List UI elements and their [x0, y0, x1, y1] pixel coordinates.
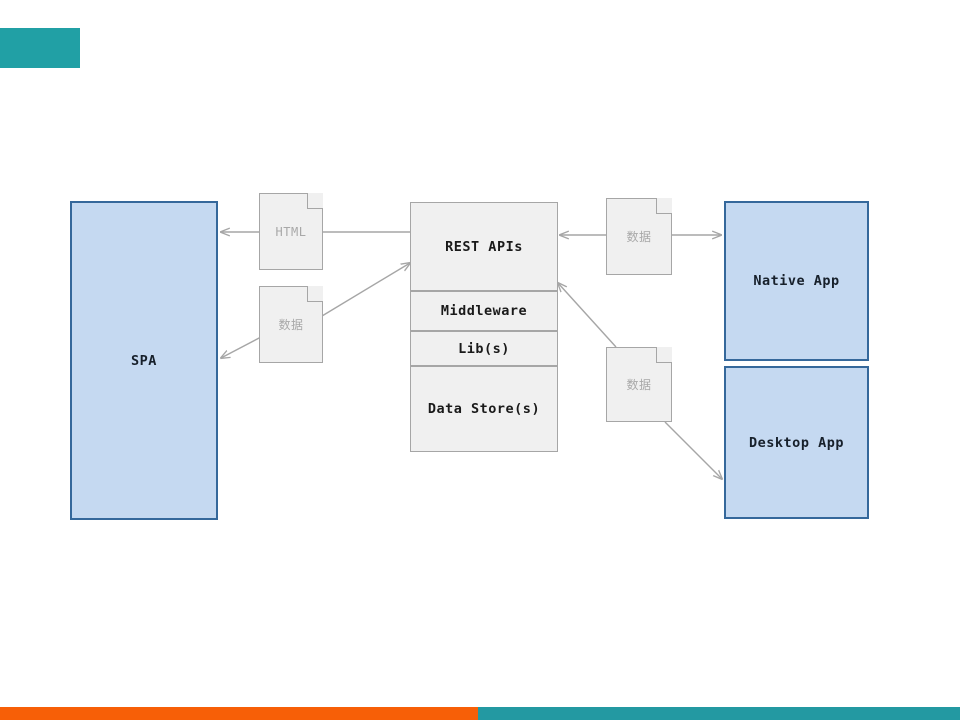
document-shape: [606, 347, 672, 422]
footer-bar-left-segment: [0, 707, 478, 720]
node-middleware[interactable]: Middleware: [410, 291, 558, 331]
connector-data-doc-to-spa: [221, 336, 262, 358]
node-native-app[interactable]: Native App: [724, 201, 869, 361]
document-shape: [606, 198, 672, 275]
document-fold-corner-icon: [656, 347, 672, 363]
document-fold-corner-icon: [307, 193, 323, 209]
document-fold-corner-icon: [307, 286, 323, 302]
node-native-app-label: Native App: [753, 273, 840, 289]
footer-bar: [0, 707, 960, 720]
document-data-right-lower[interactable]: 数据: [606, 347, 672, 422]
document-data-right-upper-label: 数据: [626, 230, 652, 244]
document-fold-corner-icon: [656, 198, 672, 214]
document-html-label: HTML: [275, 224, 307, 239]
node-data-stores[interactable]: Data Store(s): [410, 366, 558, 452]
accent-block-top-left: [0, 28, 80, 68]
connector-data-doc-to-restapis: [321, 263, 410, 317]
node-desktop-app[interactable]: Desktop App: [724, 366, 869, 519]
node-libs[interactable]: Lib(s): [410, 331, 558, 366]
document-html[interactable]: HTML: [259, 193, 323, 270]
node-middleware-label: Middleware: [440, 303, 528, 319]
node-spa[interactable]: SPA: [70, 201, 218, 520]
document-data-right-upper[interactable]: 数据: [606, 198, 672, 275]
document-shape: [259, 286, 323, 363]
connector-data-doc-to-restapis-diagonal: [558, 283, 617, 348]
document-shape: [259, 193, 323, 270]
document-data-right-lower-label: 数据: [626, 378, 652, 392]
node-rest-apis-label: REST APIs: [445, 238, 523, 255]
connector-data-doc-to-desktop-app: [664, 421, 722, 479]
document-data-left[interactable]: 数据: [259, 286, 323, 363]
footer-bar-right-segment: [478, 707, 960, 720]
document-data-left-label: 数据: [278, 318, 304, 332]
node-spa-label: SPA: [131, 352, 157, 369]
node-desktop-app-label: Desktop App: [749, 434, 844, 451]
node-data-stores-label: Data Store(s): [427, 401, 541, 417]
node-rest-apis[interactable]: REST APIs: [410, 202, 558, 291]
node-libs-label: Lib(s): [458, 340, 510, 357]
